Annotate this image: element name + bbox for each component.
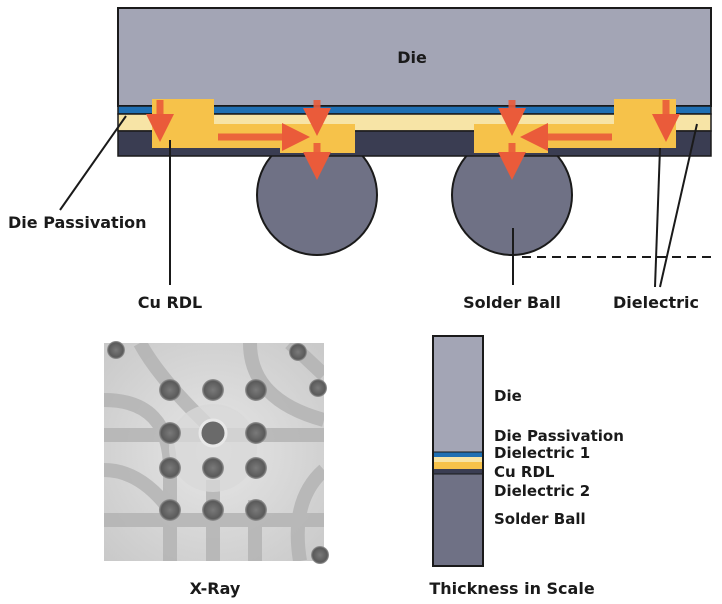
- solder-ball-label: Solder Ball: [463, 293, 561, 312]
- dielectric-label: Dielectric: [613, 293, 699, 312]
- scale-die: [433, 336, 483, 452]
- cu-rdl-label: Cu RDL: [138, 293, 203, 312]
- current-flow-arrows: [146, 100, 680, 180]
- xray-ball-grid: [107, 341, 329, 564]
- xray-image: X-Ray: [104, 341, 329, 598]
- scale-label-die-passivation: Die Passivation: [494, 427, 624, 445]
- thickness-scale: Die Die Passivation Dielectric 1 Cu RDL …: [429, 335, 624, 598]
- scale-dielectric-2: [433, 469, 483, 474]
- leader-lines: [59, 115, 698, 288]
- die-passivation-label: Die Passivation: [8, 213, 147, 232]
- scale-label-dielectric-2: Dielectric 2: [494, 482, 590, 500]
- xray-caption: X-Ray: [190, 579, 241, 598]
- scale-label-solder-ball: Solder Ball: [494, 510, 586, 528]
- scale-label-cu-rdl: Cu RDL: [494, 463, 555, 481]
- scale-label-dielectric-1: Dielectric 1: [494, 444, 590, 462]
- scale-cu-rdl: [433, 462, 483, 469]
- cross-section: Die Die Passivation Cu RDL Solder Ball D…: [8, 7, 712, 312]
- scale-label-die: Die: [494, 387, 522, 405]
- scale-solder-ball: [433, 474, 483, 566]
- die-label: Die: [397, 48, 427, 67]
- scale-caption: Thickness in Scale: [429, 579, 595, 598]
- scale-dielectric-1: [433, 457, 483, 462]
- scale-die-passivation: [433, 452, 483, 457]
